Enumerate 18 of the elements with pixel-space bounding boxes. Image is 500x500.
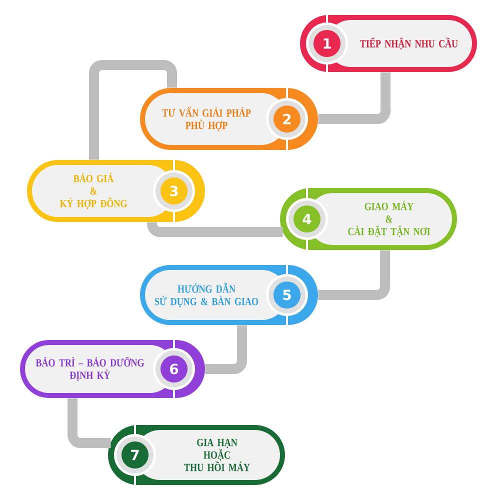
- step-pill: 5 HƯỚNG DẪN SỬ DỤNG & BÀN GIAO: [140, 265, 318, 325]
- number-badge: 3: [153, 170, 195, 212]
- step-pill: 3 BÁO GIÁ & KÝ HỢP ĐỒNG: [27, 160, 205, 222]
- step-pill: 7 GIA HẠN HOẶC THU HỒI MÁY: [108, 425, 285, 485]
- number-badge: 7: [114, 434, 156, 476]
- step-pill: 6 BẢO TRÌ – BẢO DƯỠNG ĐỊNH KỲ: [20, 340, 205, 398]
- number-badge: 4: [286, 198, 328, 240]
- connector: [318, 250, 390, 300]
- step-pill: 4 GIAO MÁY & CÀI ĐẶT TẬN NƠI: [280, 188, 457, 250]
- connector: [89, 60, 177, 160]
- number-badge: 5: [266, 274, 308, 316]
- number-badge: 1: [306, 22, 348, 64]
- step-pill: 2 TƯ VẤN GIẢI PHÁP PHÙ HỢP: [140, 88, 318, 150]
- number-badge: 6: [153, 348, 195, 390]
- connector: [147, 219, 283, 237]
- connector: [318, 72, 390, 124]
- number-badge: 2: [266, 98, 308, 140]
- step-pill: 1 TIẾP NHẬN NHU CẦU: [300, 15, 477, 72]
